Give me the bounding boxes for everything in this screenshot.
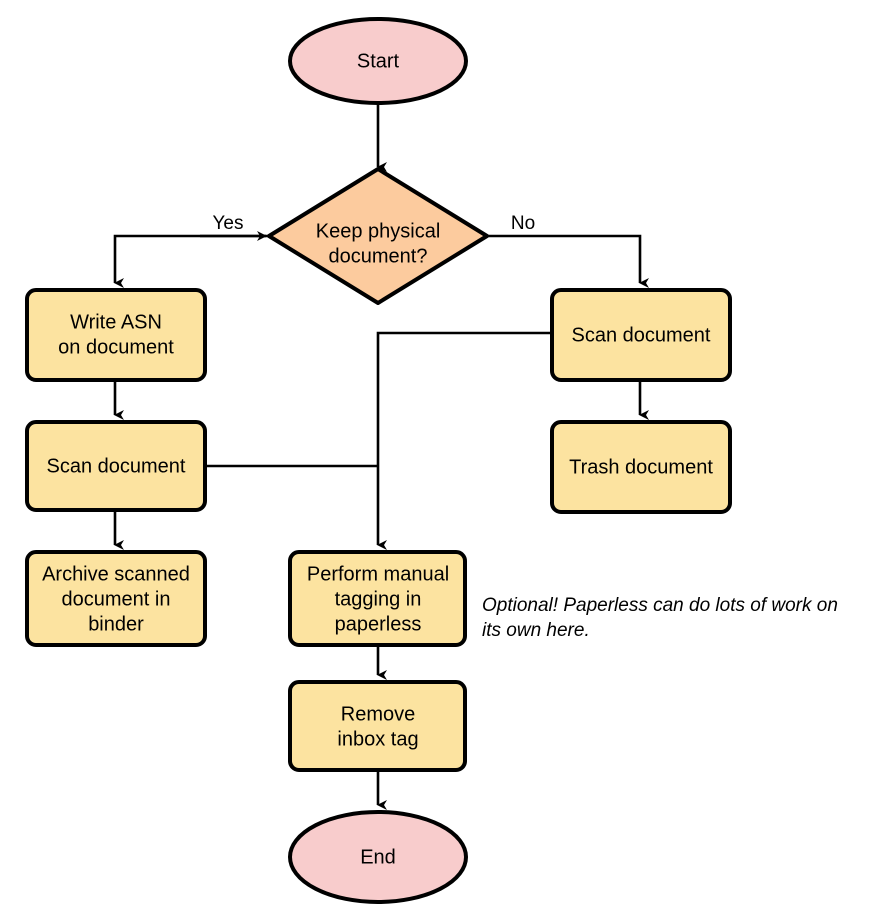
remove-inbox-tag-label-line2: inbox tag [337,728,418,750]
node-end[interactable]: End [288,810,468,904]
node-decision-keep-physical-document[interactable]: Keep physical document? [267,167,489,305]
write-asn-label-line2: on document [58,336,174,358]
note-line2: its own here. [482,620,590,641]
tagging-label-line2: tagging in [335,588,422,610]
edge-decision-yes [113,231,270,288]
annotation-note: Optional! Paperless can do lots of work … [482,595,838,641]
end-label: End [360,846,396,868]
start-ellipse-shape [288,17,468,105]
write-asn-label-line1: Write ASN [70,311,162,333]
end-ellipse-shape [288,810,468,904]
note-line1: Optional! Paperless can do lots of work … [482,595,838,616]
node-scan-document-left[interactable]: Scan document [25,420,207,512]
remove-inbox-tag-label-line1: Remove [341,703,415,725]
tagging-label-line1: Perform manual [307,563,449,585]
archive-label-line1: Archive scanned [42,563,190,585]
tagging-label-line3: paperless [335,613,422,635]
node-start[interactable]: Start [288,17,468,105]
node-archive-scanned-document[interactable]: Archive scanned document in binder [25,550,207,647]
scan-document-right-label: Scan document [572,324,711,346]
edge-label-no: No [511,213,535,234]
node-perform-manual-tagging[interactable]: Perform manual tagging in paperless [288,550,467,647]
edge-decision-no [488,234,649,288]
node-write-asn-on-document[interactable]: Write ASN on document [25,288,207,382]
tagging-box-shape [288,550,467,647]
decision-label-line1: Keep physical [316,220,441,242]
trash-document-box-shape [550,420,732,514]
scan-document-left-box-shape [25,420,207,512]
edge-scanright-to-tagging [376,331,552,550]
remove-inbox-tag-box-shape [288,680,467,772]
decision-label-line2: document? [329,245,428,267]
scan-document-right-box-shape [550,288,732,382]
trash-document-label: Trash document [569,456,713,478]
node-scan-document-right[interactable]: Scan document [550,288,732,382]
archive-label-line2: document in [62,588,171,610]
write-asn-box-shape [25,288,207,382]
archive-box-shape [25,550,207,647]
edge-label-yes: Yes [213,213,244,234]
node-trash-document[interactable]: Trash document [550,420,732,514]
decision-diamond-shape [267,167,489,305]
archive-label-line3: binder [88,613,144,635]
scan-document-left-label: Scan document [47,455,186,477]
node-remove-inbox-tag[interactable]: Remove inbox tag [288,680,467,772]
start-label: Start [357,50,400,72]
